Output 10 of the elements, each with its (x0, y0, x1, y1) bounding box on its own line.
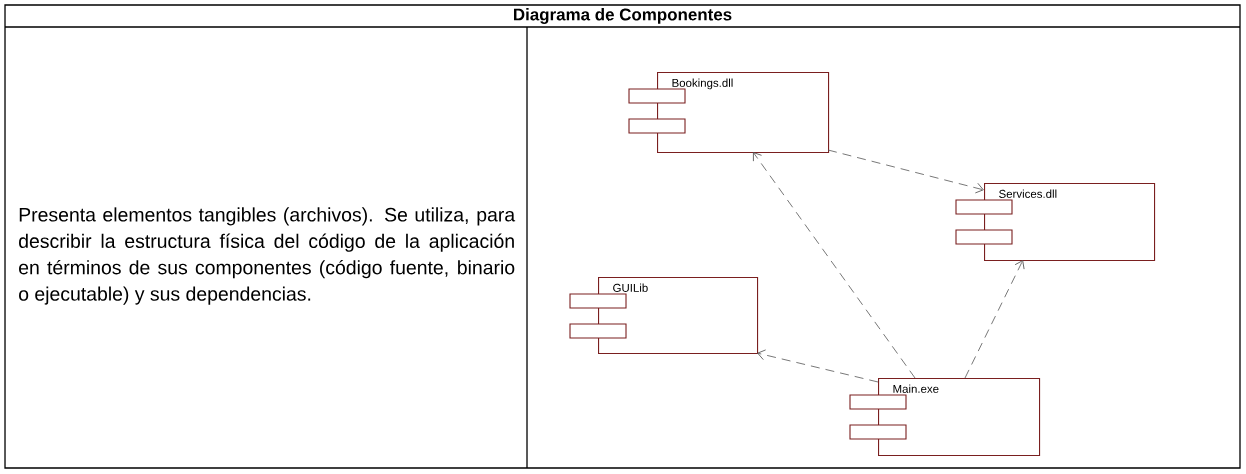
dependency-arrow (827, 149, 984, 194)
dependency-arrow (964, 260, 1025, 379)
dependency-arrow (757, 349, 879, 383)
component-box: Bookings.dll (628, 72, 830, 154)
table-title: Diagrama de Componentes (514, 8, 732, 24)
description-text: Presenta elementos tangibles (archivos). Se utiliza, para describir la estructura física del código de la aplicación en términos de sus componentes (código fuente, binario o ejecutable) y sus dependencias. (19, 207, 516, 305)
component-box: Services.dll (955, 183, 1156, 262)
component-box: Main.exe (849, 378, 1041, 457)
component-box: GUILib (569, 277, 759, 355)
dependency-arrow (753, 152, 916, 379)
